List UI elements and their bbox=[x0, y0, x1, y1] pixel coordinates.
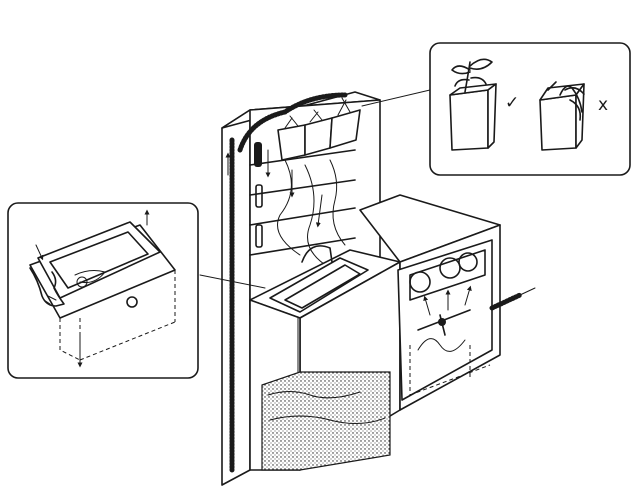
plant-pots-row bbox=[277, 97, 361, 161]
water-tank bbox=[261, 371, 391, 471]
wilted-plant-pot-icon bbox=[539, 81, 585, 151]
sink-counter bbox=[249, 245, 401, 471]
callout-line-left bbox=[199, 274, 266, 289]
cross-mark-icon: x bbox=[598, 95, 608, 115]
callout-line-top bbox=[361, 89, 431, 107]
inset-basin-tilt bbox=[7, 202, 199, 379]
indicator-slot bbox=[254, 142, 262, 167]
check-mark-icon: ✓ bbox=[505, 93, 519, 113]
inset-plant-comparison: ✓ x bbox=[429, 42, 631, 176]
drain-icon bbox=[126, 296, 138, 308]
hand-icon bbox=[29, 267, 65, 307]
plant-pot-icon bbox=[449, 58, 497, 151]
dishwasher-cabinet bbox=[359, 194, 536, 411]
